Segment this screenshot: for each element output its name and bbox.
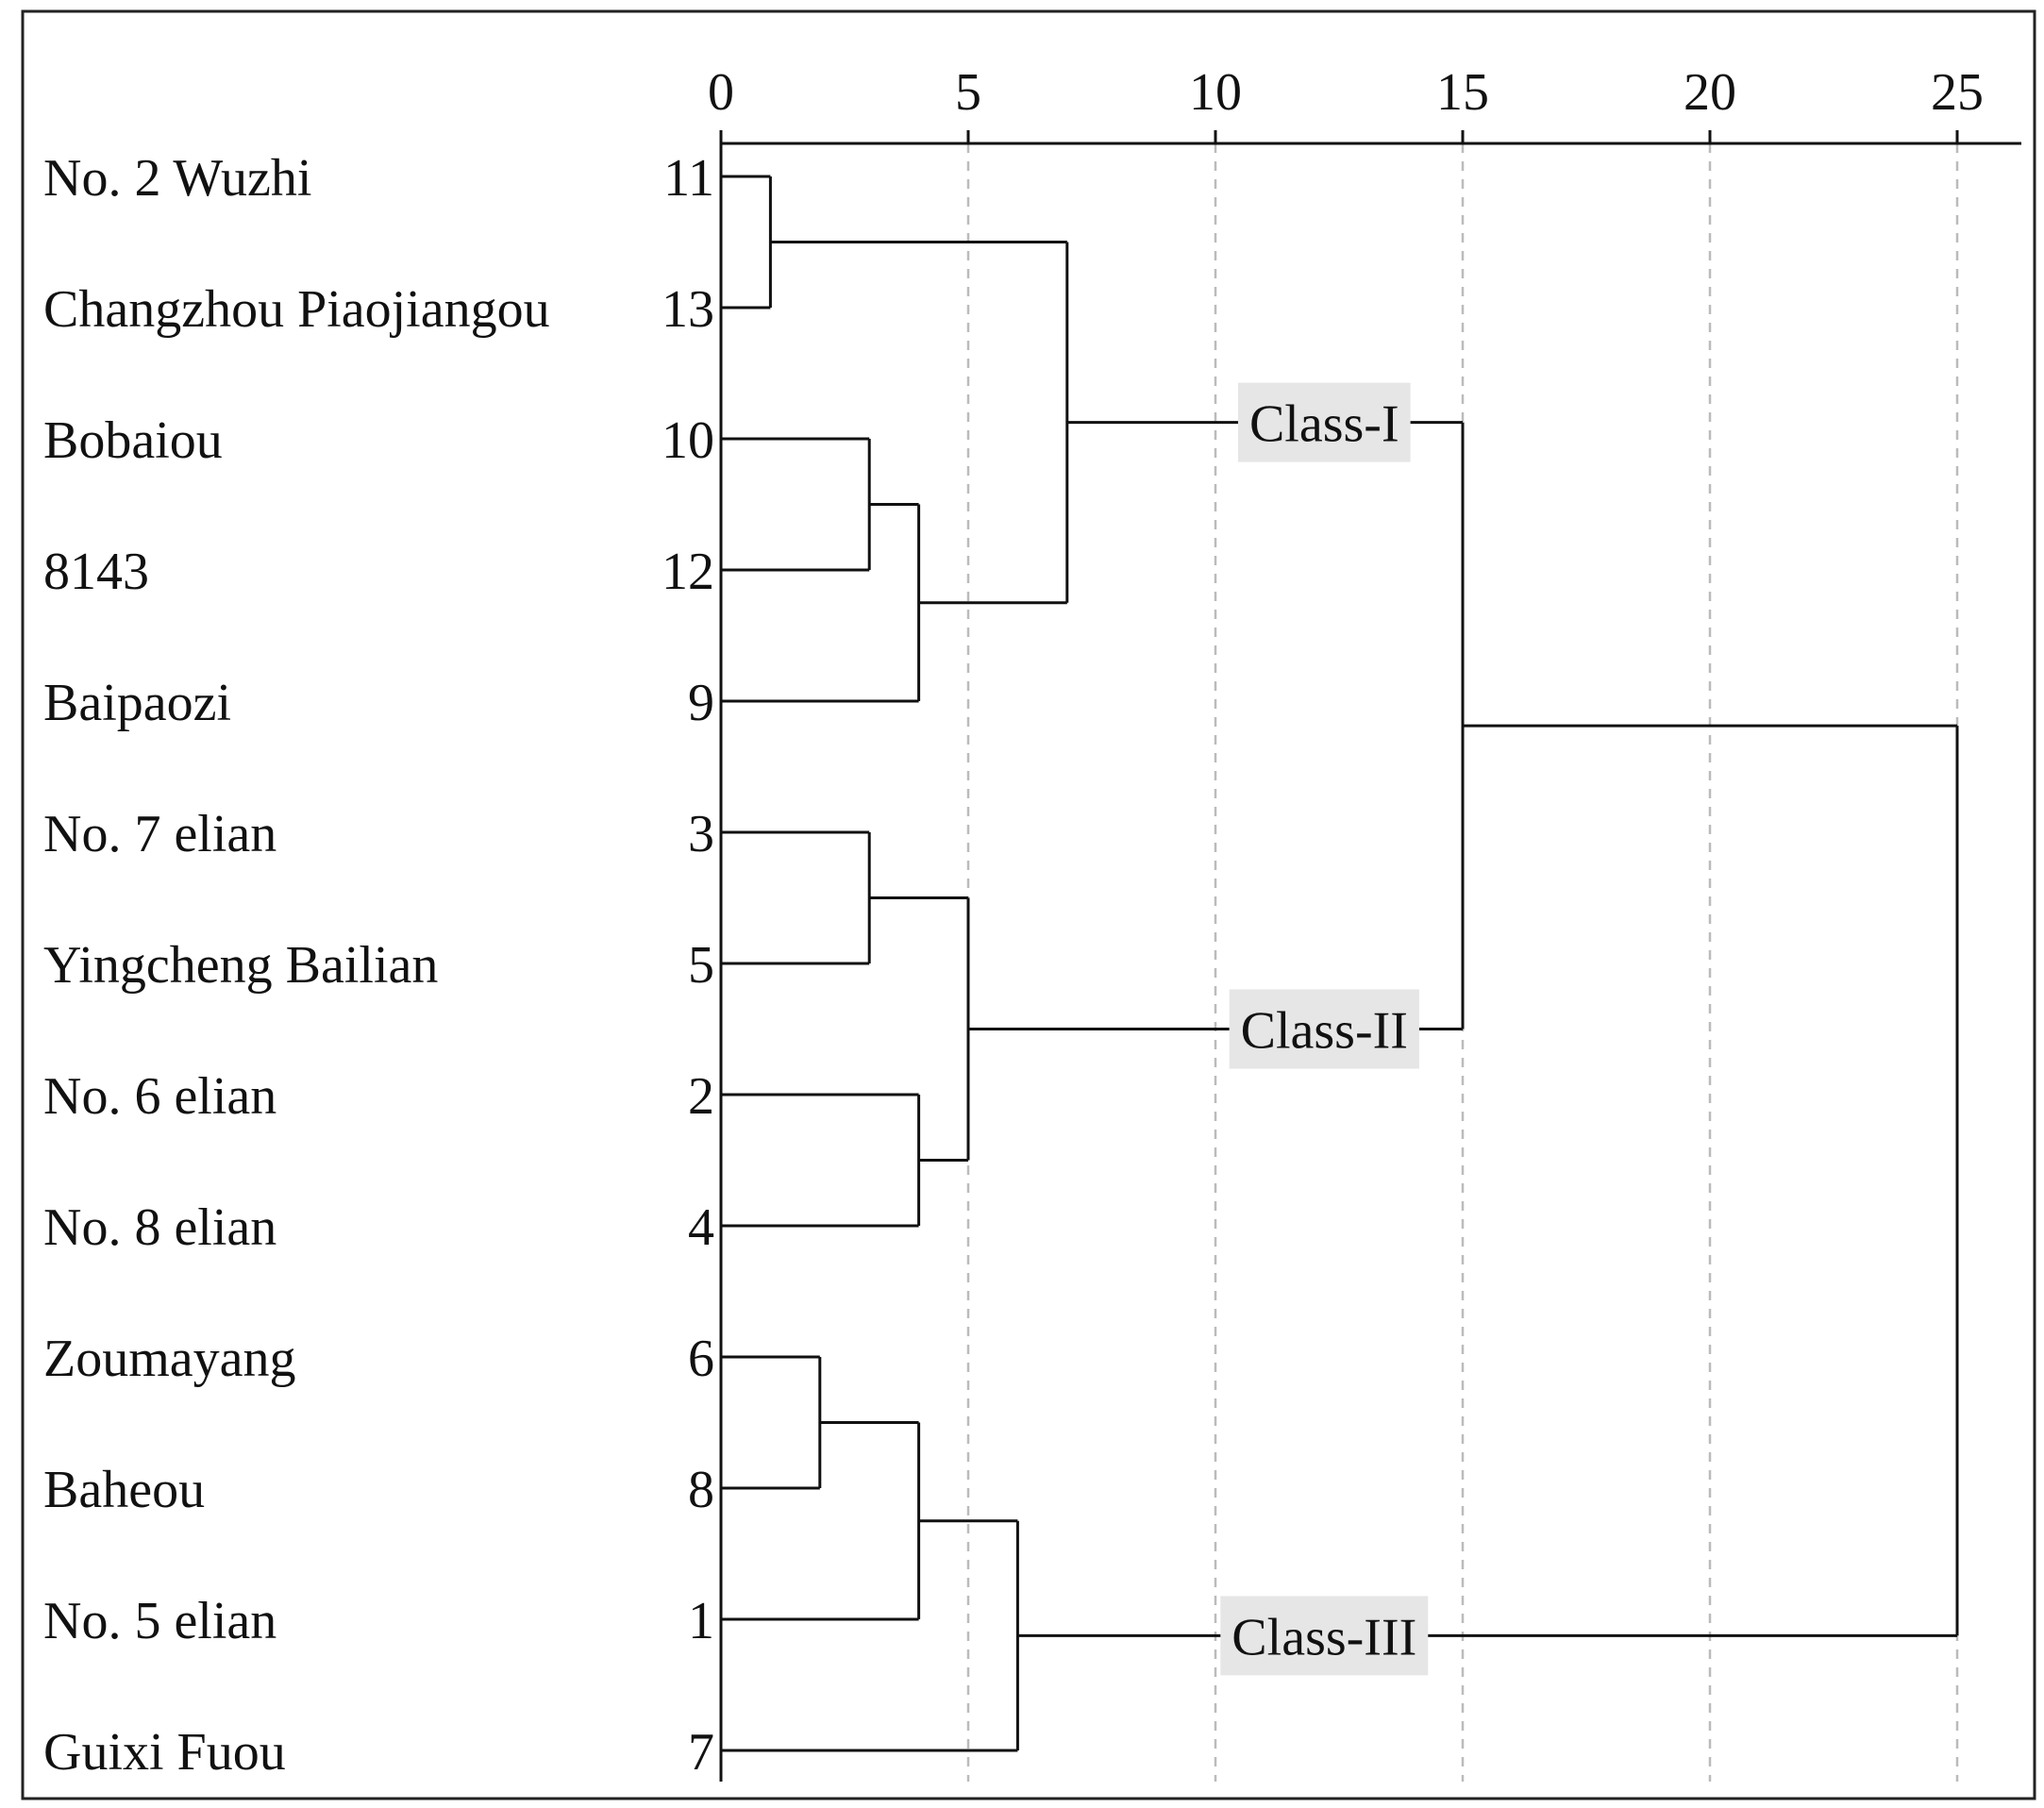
dendrogram-links (721, 175, 1959, 1752)
x-tick-label: 20 (1684, 63, 1736, 122)
merge-link (721, 830, 871, 965)
merge-link (721, 1519, 1019, 1752)
leaf-name-label: Yingcheng Bailian (43, 936, 438, 995)
leaf-name-label: Baipaozi (43, 674, 231, 732)
cluster-label-box (1237, 382, 1411, 462)
leaf-id-label: 8 (688, 1461, 714, 1519)
leaf-id-label: 12 (662, 543, 714, 601)
leaf-id-label: 5 (688, 936, 714, 995)
merge-link (721, 437, 871, 572)
leaf-name-label: Bobaiou (43, 411, 223, 470)
cluster-label-box (1220, 1596, 1429, 1676)
leaf-id-label: 10 (662, 411, 714, 470)
frame (21, 9, 2036, 1800)
cluster-labels: Class-I Class-II Class-III (1220, 382, 1429, 1676)
x-axis: 0 5 10 15 20 25 (708, 63, 2021, 1782)
leaf-id-label: 4 (688, 1198, 714, 1257)
cluster-label: Class-II (1241, 1002, 1408, 1061)
merge-link (721, 1355, 822, 1490)
leaf-id-label: 1 (688, 1592, 714, 1650)
leaf-name-label: No. 2 Wuzhi (43, 149, 311, 208)
merge-link (721, 1093, 921, 1228)
leaf-name-label: 8143 (43, 543, 149, 601)
leaf-id-label: 9 (688, 674, 714, 732)
leaf-id-label: 2 (688, 1067, 714, 1126)
leaf-id-label: 7 (688, 1723, 714, 1782)
x-tick-label: 15 (1436, 63, 1489, 122)
leaf-name-label: Guixi Fuou (43, 1723, 286, 1782)
leaf-name-label: Baheou (43, 1461, 205, 1519)
x-tick-label: 25 (1931, 63, 1984, 122)
leaf-name-label: No. 8 elian (43, 1198, 276, 1257)
merge-link (721, 175, 772, 310)
x-tick-label: 5 (955, 63, 981, 122)
leaf-name-label: No. 5 elian (43, 1592, 276, 1650)
leaf-id-label: 6 (688, 1330, 714, 1388)
x-tick-label: 10 (1189, 63, 1242, 122)
leaf-id-label: 3 (688, 805, 714, 863)
leaf-name-label: Changzhou Piaojiangou (43, 280, 550, 339)
cluster-label: Class-I (1249, 395, 1399, 454)
x-tick-label: 0 (708, 63, 734, 122)
cluster-label-box (1229, 989, 1419, 1069)
leaf-name-label: Zoumayang (43, 1330, 295, 1388)
cluster-label: Class-III (1231, 1608, 1416, 1666)
leaf-id-label: 13 (662, 280, 714, 339)
merge-link (1017, 724, 1959, 1637)
leaf-name-label: No. 6 elian (43, 1067, 276, 1126)
merge-link (721, 503, 921, 703)
leaf-name-label: No. 7 elian (43, 805, 276, 863)
leaf-id-label: 11 (663, 149, 714, 208)
